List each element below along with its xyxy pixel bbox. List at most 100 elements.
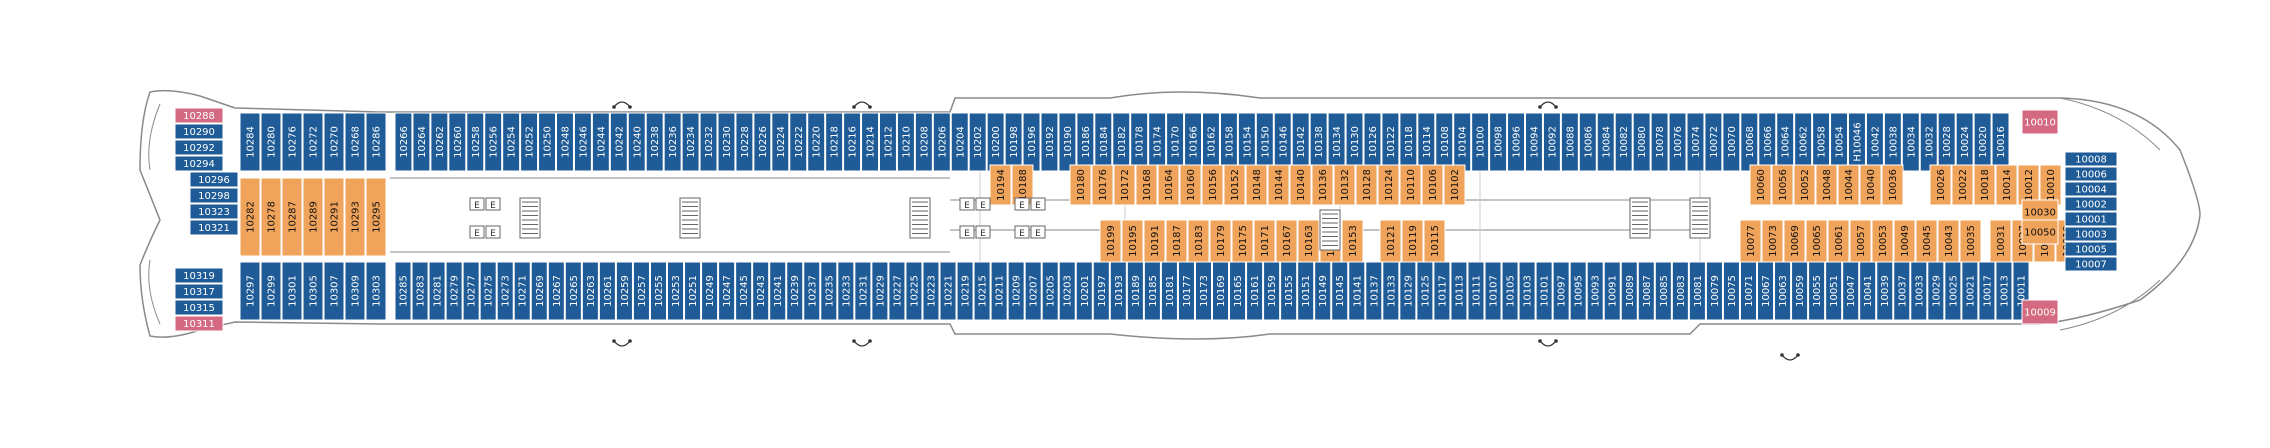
cabin-10022[interactable]: 10022 bbox=[1951, 164, 1974, 206]
cabin-10196[interactable]: 10196 bbox=[1022, 112, 1041, 172]
cabin-10228[interactable]: 10228 bbox=[735, 112, 754, 172]
cabin-10137[interactable]: 10137 bbox=[1365, 261, 1383, 321]
cabin-10233[interactable]: 10233 bbox=[837, 261, 855, 321]
cabin-10210[interactable]: 10210 bbox=[896, 112, 915, 172]
cabin-10152[interactable]: 10152 bbox=[1223, 164, 1246, 206]
cabin-10315[interactable]: 10315 bbox=[174, 299, 224, 316]
cabin-10118[interactable]: 10118 bbox=[1399, 112, 1418, 172]
cabin-10053[interactable]: 10053 bbox=[1871, 219, 1894, 263]
cabin-10013[interactable]: 10013 bbox=[1995, 261, 2013, 321]
cabin-10223[interactable]: 10223 bbox=[922, 261, 940, 321]
cabin-10018[interactable]: 10018 bbox=[1973, 164, 1996, 206]
cabin-10150[interactable]: 10150 bbox=[1255, 112, 1274, 172]
cabin-10244[interactable]: 10244 bbox=[591, 112, 610, 172]
cabin-10033[interactable]: 10033 bbox=[1910, 261, 1928, 321]
cabin-10317[interactable]: 10317 bbox=[174, 283, 224, 300]
cabin-10128[interactable]: 10128 bbox=[1355, 164, 1378, 206]
cabin-10082[interactable]: 10082 bbox=[1614, 112, 1633, 172]
cabin-10180[interactable]: 10180 bbox=[1069, 164, 1092, 206]
cabin-10266[interactable]: 10266 bbox=[394, 112, 413, 172]
cabin-10111[interactable]: 10111 bbox=[1467, 261, 1485, 321]
cabin-10255[interactable]: 10255 bbox=[649, 261, 667, 321]
cabin-10126[interactable]: 10126 bbox=[1363, 112, 1382, 172]
cabin-10271[interactable]: 10271 bbox=[513, 261, 531, 321]
cabin-10173[interactable]: 10173 bbox=[1194, 261, 1212, 321]
cabin-10297[interactable]: 10297 bbox=[239, 261, 261, 321]
cabin-10294[interactable]: 10294 bbox=[174, 155, 224, 172]
cabin-10042[interactable]: 10042 bbox=[1865, 112, 1884, 172]
cabin-10187[interactable]: 10187 bbox=[1165, 219, 1188, 263]
cabin-10091[interactable]: 10091 bbox=[1603, 261, 1621, 321]
cabin-10134[interactable]: 10134 bbox=[1327, 112, 1346, 172]
cabin-10268[interactable]: 10268 bbox=[344, 112, 366, 172]
cabin-10054[interactable]: 10054 bbox=[1830, 112, 1848, 172]
cabin-10125[interactable]: 10125 bbox=[1416, 261, 1434, 321]
cabin-10066[interactable]: 10066 bbox=[1758, 112, 1777, 172]
cabin-10225[interactable]: 10225 bbox=[905, 261, 923, 321]
cabin-10002[interactable]: 10002 bbox=[2064, 196, 2118, 212]
cabin-10146[interactable]: 10146 bbox=[1273, 112, 1292, 172]
cabin-10029[interactable]: 10029 bbox=[1927, 261, 1945, 321]
cabin-10192[interactable]: 10192 bbox=[1040, 112, 1059, 172]
cabin-10279[interactable]: 10279 bbox=[445, 261, 463, 321]
cabin-10081[interactable]: 10081 bbox=[1688, 261, 1706, 321]
cabin-10141[interactable]: 10141 bbox=[1348, 261, 1366, 321]
cabin-10263[interactable]: 10263 bbox=[581, 261, 599, 321]
cabin-10295[interactable]: 10295 bbox=[365, 177, 387, 257]
cabin-10041[interactable]: 10041 bbox=[1859, 261, 1877, 321]
cabin-10010[interactable]: 10010 bbox=[2021, 109, 2059, 135]
cabin-10179[interactable]: 10179 bbox=[1209, 219, 1232, 263]
cabin-10160[interactable]: 10160 bbox=[1179, 164, 1202, 206]
cabin-10275[interactable]: 10275 bbox=[479, 261, 497, 321]
cabin-10103[interactable]: 10103 bbox=[1518, 261, 1536, 321]
cabin-10024[interactable]: 10024 bbox=[1955, 112, 1974, 172]
cabin-10078[interactable]: 10078 bbox=[1650, 112, 1669, 172]
cabin-10067[interactable]: 10067 bbox=[1757, 261, 1775, 321]
cabin-10045[interactable]: 10045 bbox=[1915, 219, 1938, 263]
cabin-10203[interactable]: 10203 bbox=[1058, 261, 1076, 321]
cabin-10069[interactable]: 10069 bbox=[1783, 219, 1806, 263]
cabin-10093[interactable]: 10093 bbox=[1586, 261, 1604, 321]
cabin-10077[interactable]: 10077 bbox=[1739, 219, 1762, 263]
cabin-10021[interactable]: 10021 bbox=[1961, 261, 1979, 321]
cabin-10017[interactable]: 10017 bbox=[1978, 261, 1996, 321]
cabin-10282[interactable]: 10282 bbox=[239, 177, 261, 257]
cabin-10001[interactable]: 10001 bbox=[2064, 211, 2118, 227]
cabin-10169[interactable]: 10169 bbox=[1212, 261, 1230, 321]
cabin-10166[interactable]: 10166 bbox=[1184, 112, 1202, 172]
cabin-10232[interactable]: 10232 bbox=[699, 112, 718, 172]
cabin-10010[interactable]: 10010 bbox=[2039, 164, 2062, 206]
cabin-10095[interactable]: 10095 bbox=[1569, 261, 1587, 321]
cabin-10088[interactable]: 10088 bbox=[1560, 112, 1579, 172]
cabin-10280[interactable]: 10280 bbox=[260, 112, 282, 172]
cabin-10068[interactable]: 10068 bbox=[1740, 112, 1759, 172]
cabin-10199[interactable]: 10199 bbox=[1099, 219, 1122, 263]
cabin-10098[interactable]: 10098 bbox=[1489, 112, 1508, 172]
cabin-10130[interactable]: 10130 bbox=[1345, 112, 1364, 172]
cabin-10175[interactable]: 10175 bbox=[1231, 219, 1254, 263]
cabin-10057[interactable]: 10057 bbox=[1849, 219, 1872, 263]
cabin-10202[interactable]: 10202 bbox=[968, 112, 987, 172]
cabin-10222[interactable]: 10222 bbox=[789, 112, 808, 172]
cabin-10117[interactable]: 10117 bbox=[1433, 261, 1451, 321]
cabin-10124[interactable]: 10124 bbox=[1377, 164, 1400, 206]
cabin-10129[interactable]: 10129 bbox=[1399, 261, 1417, 321]
cabin-10149[interactable]: 10149 bbox=[1314, 261, 1332, 321]
cabin-10189[interactable]: 10189 bbox=[1126, 261, 1144, 321]
cabin-10151[interactable]: 10151 bbox=[1297, 261, 1315, 321]
cabin-10291[interactable]: 10291 bbox=[323, 177, 345, 257]
cabin-10283[interactable]: 10283 bbox=[411, 261, 429, 321]
cabin-10207[interactable]: 10207 bbox=[1024, 261, 1042, 321]
cabin-10065[interactable]: 10065 bbox=[1805, 219, 1828, 263]
cabin-10003[interactable]: 10003 bbox=[2064, 226, 2118, 242]
cabin-10215[interactable]: 10215 bbox=[973, 261, 991, 321]
cabin-10251[interactable]: 10251 bbox=[684, 261, 702, 321]
cabin-10049[interactable]: 10049 bbox=[1893, 219, 1916, 263]
cabin-10242[interactable]: 10242 bbox=[609, 112, 628, 172]
cabin-10020[interactable]: 10020 bbox=[1973, 112, 1992, 172]
cabin-10055[interactable]: 10055 bbox=[1808, 261, 1826, 321]
cabin-10289[interactable]: 10289 bbox=[302, 177, 324, 257]
cabin-10269[interactable]: 10269 bbox=[530, 261, 548, 321]
cabin-10309[interactable]: 10309 bbox=[344, 261, 366, 321]
cabin-10056[interactable]: 10056 bbox=[1771, 164, 1794, 206]
